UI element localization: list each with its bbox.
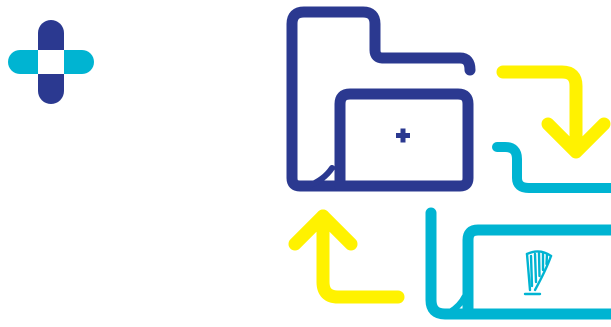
arrow-curved-down-icon xyxy=(503,72,604,152)
folder-medical-icon xyxy=(292,12,470,186)
folder-harp-icon xyxy=(431,213,611,314)
cyan-connector xyxy=(497,147,611,188)
harp-icon xyxy=(525,251,551,294)
arrow-curved-up-icon xyxy=(295,216,398,297)
